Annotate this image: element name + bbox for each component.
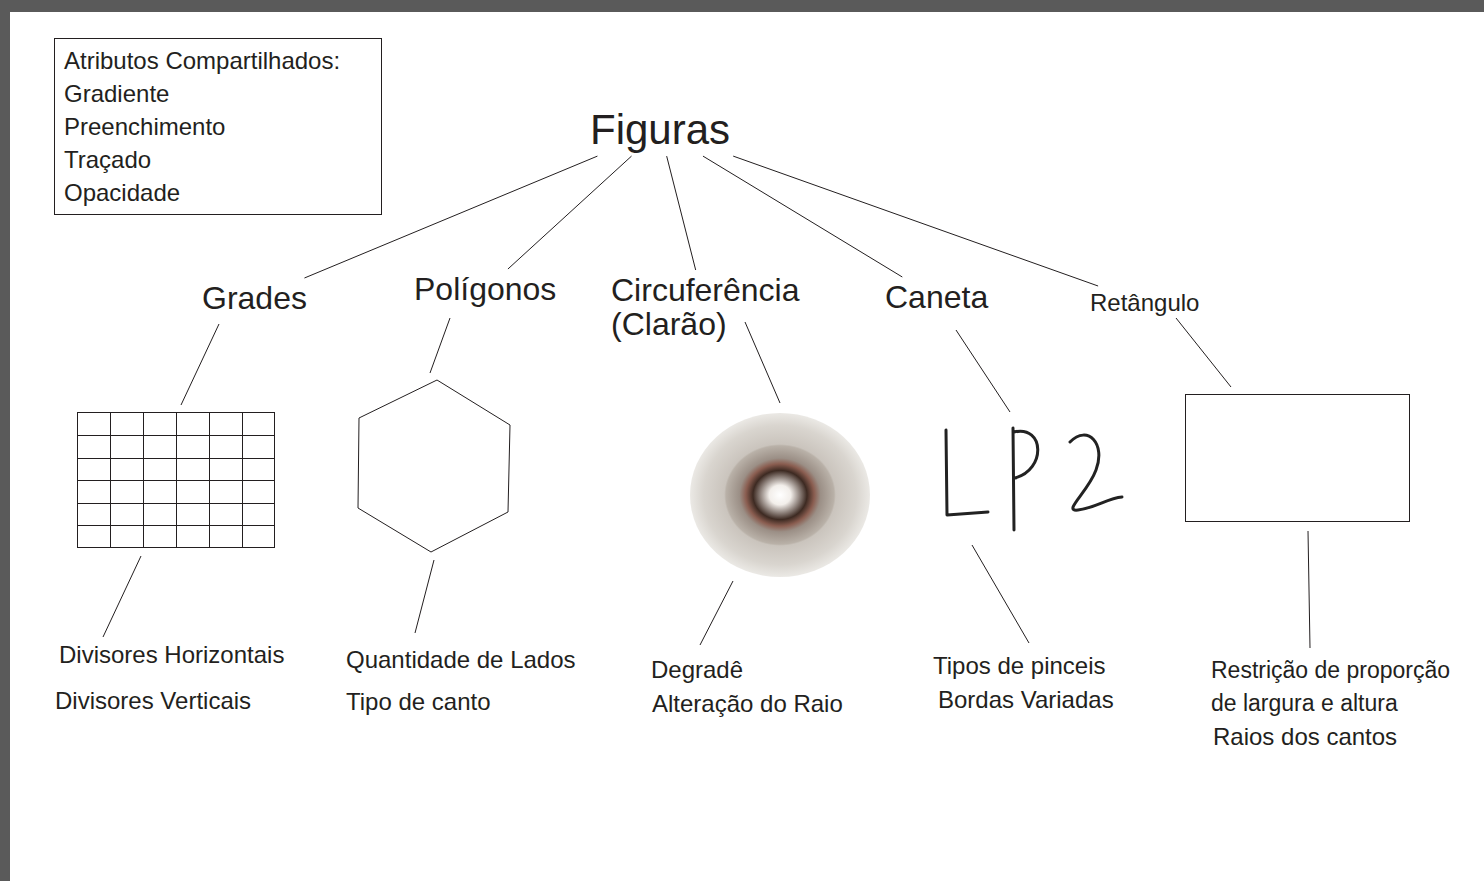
tree-connector xyxy=(703,156,902,277)
hexagon-illustration xyxy=(358,380,510,552)
category-label: Caneta xyxy=(885,281,988,315)
rectangle-illustration xyxy=(1186,395,1410,522)
attributes-box: Atributos Compartilhados:GradientePreenc… xyxy=(54,38,382,215)
attribute-item: Traçado xyxy=(64,143,372,176)
attribute-label: Tipo de canto xyxy=(346,688,491,717)
attribute-label: Quantidade de Lados xyxy=(346,646,576,675)
attribute-label: Bordas Variadas xyxy=(938,686,1114,715)
attribute-label: Raios dos cantos xyxy=(1213,723,1397,752)
grid-illustration xyxy=(77,412,275,548)
attribute-label: Alteração do Raio xyxy=(652,690,843,719)
tree-connector xyxy=(667,156,696,270)
category-label: Polígonos xyxy=(414,273,556,307)
node-text: Caneta xyxy=(885,281,988,315)
box-heading: Atributos Compartilhados: xyxy=(64,44,372,77)
pen-strokes xyxy=(946,428,1122,530)
node-text: Retângulo xyxy=(1090,290,1199,315)
node-text: Polígonos xyxy=(414,273,556,307)
attribute-item: Gradiente xyxy=(64,77,372,110)
flare-illustration xyxy=(690,413,870,577)
window-frame xyxy=(0,0,10,881)
tree-connector xyxy=(508,156,632,269)
attribute-label: Divisores Horizontais xyxy=(59,641,284,670)
root-title: Figuras xyxy=(590,108,730,152)
attribute-item: Opacidade xyxy=(64,176,372,209)
attribute-label: Restrição de proporção de largura e altu… xyxy=(1211,654,1479,720)
attribute-item: Preenchimento xyxy=(64,110,372,143)
leader-lines xyxy=(103,318,1310,648)
node-text: Circuferência (Clarão) xyxy=(611,274,800,341)
attribute-label: Tipos de pinceis xyxy=(933,652,1106,681)
category-label: Circuferência (Clarão) xyxy=(611,274,800,341)
window-frame xyxy=(0,0,1484,12)
node-text: Figuras xyxy=(590,108,730,152)
category-label: Grades xyxy=(202,282,307,316)
attribute-label: Degradê xyxy=(651,656,743,685)
node-text: Grades xyxy=(202,282,307,316)
category-label: Retângulo xyxy=(1090,290,1199,315)
attribute-label: Divisores Verticais xyxy=(55,687,251,716)
tree-connector xyxy=(733,156,1098,286)
